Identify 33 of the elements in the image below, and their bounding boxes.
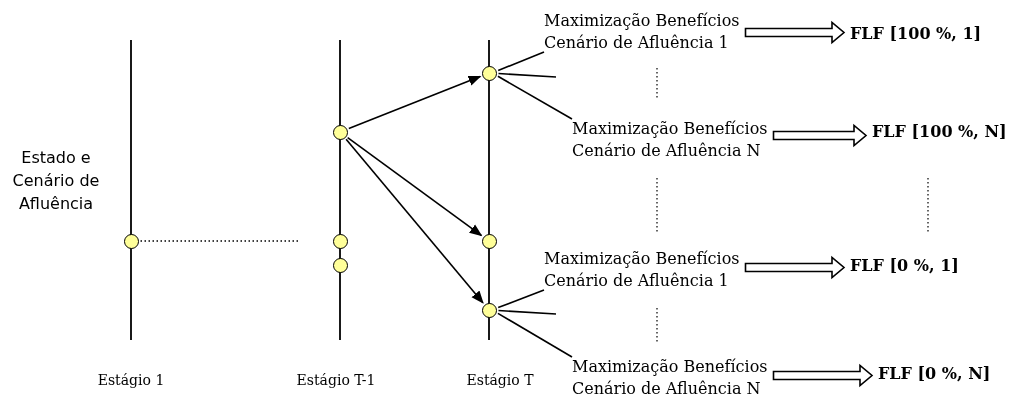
- scenario-label: Maximização Benefícios Cenário de Afluência 1: [544, 10, 741, 54]
- state-circle: [332, 124, 348, 140]
- scenario-label: Maximização Benefícios Cenário de Afluência 1: [544, 248, 741, 292]
- branch-line: [497, 72, 557, 78]
- block-arrow: [772, 123, 868, 148]
- state-circle: [123, 233, 139, 249]
- scenario-label: Maximização Benefícios Cenário de Afluência N: [572, 356, 769, 400]
- block-arrow: [744, 255, 846, 280]
- state-circle: [332, 233, 348, 249]
- block-arrow: [772, 363, 874, 388]
- dotted-line: [139, 240, 301, 242]
- arrow: [345, 138, 484, 304]
- arrow: [346, 136, 483, 237]
- stage-label: Estágio T: [466, 372, 534, 388]
- arrow: [348, 75, 482, 130]
- branch-line: [497, 309, 557, 315]
- result-label: FLF [100 %, 1]: [850, 22, 983, 46]
- state-circle: [481, 302, 497, 318]
- state-circle: [481, 65, 497, 81]
- state-label: Estado e Cenário de Afluência: [11, 147, 101, 215]
- branch-line: [497, 75, 573, 120]
- result-label: FLF [100 %, N]: [872, 120, 1008, 144]
- branch-line: [497, 289, 545, 309]
- scenario-label: Maximização Benefícios Cenário de Afluência N: [572, 118, 769, 162]
- result-label: FLF [0 %, 1]: [850, 254, 960, 278]
- branch-line: [497, 51, 545, 72]
- block-arrow: [744, 20, 846, 45]
- result-label: FLF [0 %, N]: [878, 362, 992, 386]
- stage-label: Estágio 1: [97, 372, 165, 388]
- branch-line: [497, 312, 573, 358]
- state-circle: [332, 257, 348, 273]
- stage-label: Estágio T-1: [296, 372, 376, 388]
- state-circle: [481, 233, 497, 249]
